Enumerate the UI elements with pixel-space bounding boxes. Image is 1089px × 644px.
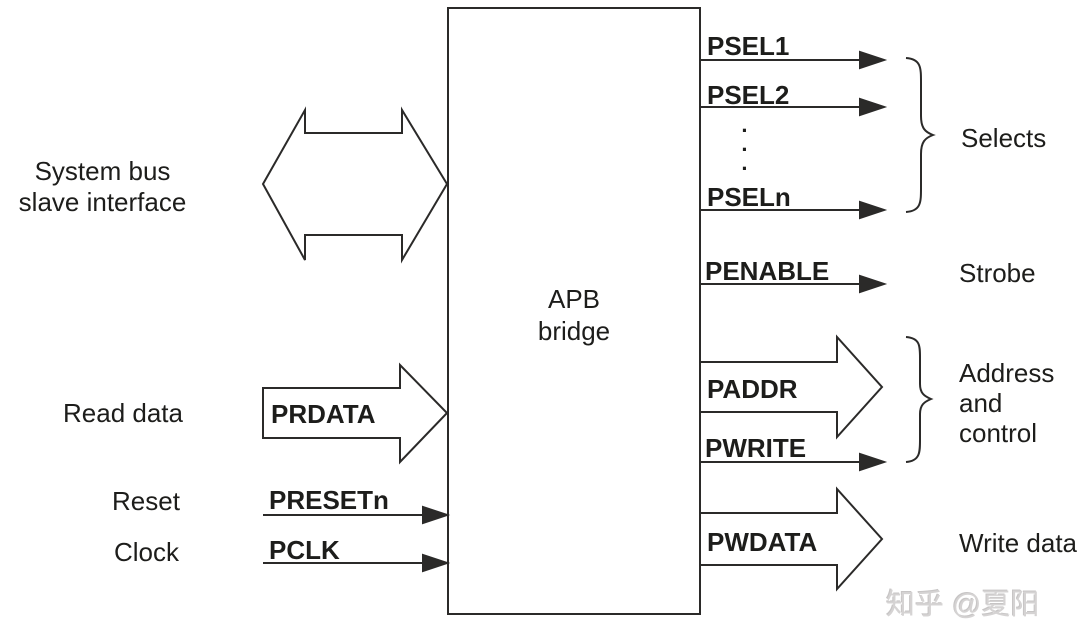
clock-label: Clock	[114, 537, 180, 567]
pwrite-arrow-icon	[700, 452, 888, 472]
psel2-arrow-icon	[700, 97, 888, 117]
write-data-label: Write data	[959, 528, 1078, 558]
read-data-label: Read data	[63, 398, 183, 428]
selects-label: Selects	[961, 123, 1047, 153]
psel2-signal-label: PSEL2	[707, 80, 790, 110]
zhihu-watermark: 知乎 @夏阳	[886, 589, 1040, 621]
reset-label: Reset	[112, 486, 180, 516]
prdata-signal-label: PRDATA	[271, 399, 376, 429]
pwdata-signal-label: PWDATA	[707, 527, 818, 557]
penable-arrow-icon	[700, 274, 888, 294]
system-bus-double-arrow-icon	[261, 106, 449, 264]
pclk-signal-label: PCLK	[269, 535, 340, 565]
psel-ellipsis: · · ·	[741, 118, 749, 181]
apb-bridge-label: APB bridge	[537, 284, 611, 346]
pwdata-wide-arrow-icon	[699, 486, 884, 592]
pseln-signal-label: PSELn	[707, 182, 791, 212]
strobe-label: Strobe	[959, 258, 1036, 288]
psel1-arrow-icon	[700, 50, 888, 70]
apb-bridge-box	[447, 7, 701, 615]
presetn-signal-label: PRESETn	[269, 485, 389, 515]
selects-brace-icon	[905, 57, 936, 213]
pclk-arrow-icon	[263, 553, 451, 573]
pwrite-signal-label: PWRITE	[705, 433, 807, 463]
penable-signal-label: PENABLE	[705, 256, 830, 286]
pseln-arrow-icon	[700, 200, 888, 220]
prdata-wide-arrow-icon	[262, 362, 449, 465]
psel1-signal-label: PSEL1	[707, 31, 790, 61]
system-bus-label: System bus slave interface	[18, 156, 187, 217]
address-control-label: Address and control	[959, 358, 1055, 448]
presetn-arrow-icon	[263, 505, 451, 525]
address-control-brace-icon	[905, 336, 934, 463]
paddr-signal-label: PADDR	[707, 374, 798, 404]
paddr-wide-arrow-icon	[699, 334, 884, 440]
